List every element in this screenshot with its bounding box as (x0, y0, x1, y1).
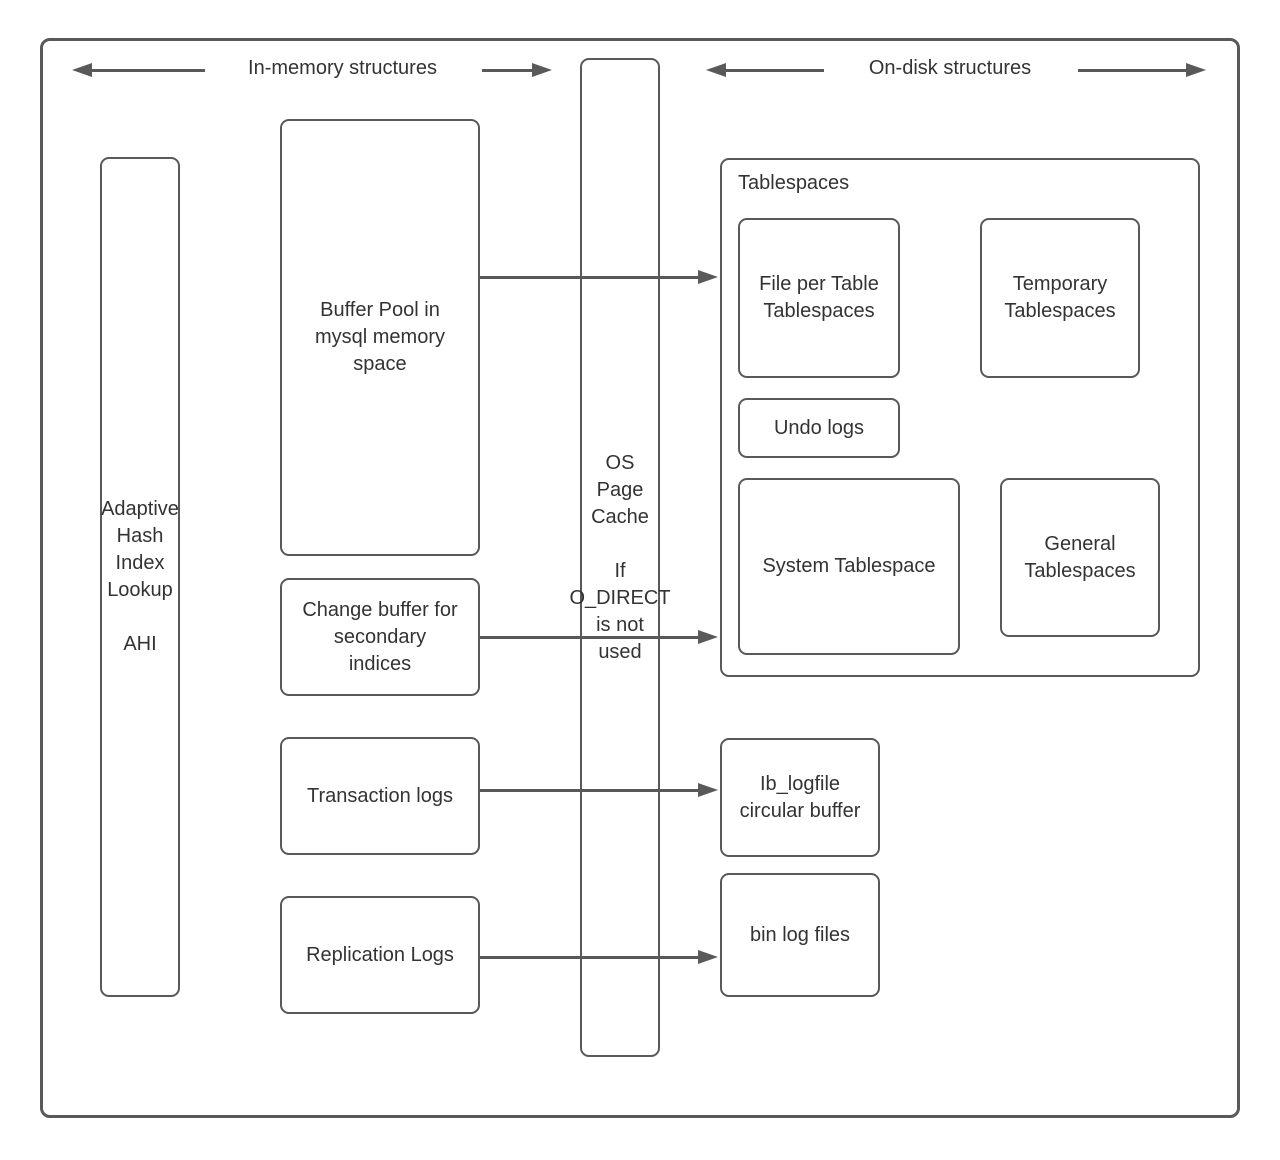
on-disk-left-arrowhead-icon (706, 63, 726, 77)
on-disk-right-arrowhead-icon (1186, 63, 1206, 77)
node-general-tablespaces: General Tablespaces (1000, 478, 1160, 637)
node-replication-logs: Replication Logs (280, 896, 480, 1014)
arrow-replication-logs-to-bin-log-head-icon (698, 950, 718, 964)
arrow-change-buffer-to-tablespaces-line (480, 636, 702, 639)
node-temporary-tablespaces: Temporary Tablespaces (980, 218, 1140, 378)
node-bin-log-files: bin log files (720, 873, 880, 997)
in-memory-right-arrow-line (482, 69, 532, 72)
node-os-page-cache: OS Page Cache If O_DIRECT is not used (569, 58, 671, 1057)
arrow-transaction-logs-to-ib-logfile-line (480, 789, 702, 792)
arrow-transaction-logs-to-ib-logfile-head-icon (698, 783, 718, 797)
node-buffer-pool: Buffer Pool in mysql memory space (280, 119, 480, 556)
in-memory-structures-label: In-memory structures (248, 57, 437, 79)
node-system-tablespace: System Tablespace (738, 478, 960, 655)
in-memory-right-arrowhead-icon (532, 63, 552, 77)
node-file-per-table-tablespaces: File per Table Tablespaces (738, 218, 900, 378)
on-disk-left-arrow-line (724, 69, 824, 72)
in-memory-left-arrow-line (90, 69, 205, 72)
node-ib-logfile-circular-buffer: Ib_logfile circular buffer (720, 738, 880, 857)
on-disk-structures-label: On-disk structures (868, 57, 1032, 79)
node-undo-logs: Undo logs (738, 398, 900, 458)
in-memory-left-arrowhead-icon (72, 63, 92, 77)
tablespaces-title: Tablespaces (738, 172, 850, 194)
on-disk-right-arrow-line (1078, 69, 1186, 72)
diagram-outer-frame (40, 38, 1240, 1118)
arrow-change-buffer-to-tablespaces-head-icon (698, 630, 718, 644)
arrow-buffer-pool-to-tablespaces-head-icon (698, 270, 718, 284)
arrow-replication-logs-to-bin-log-line (480, 956, 702, 959)
arrow-buffer-pool-to-tablespaces-line (480, 276, 702, 279)
node-transaction-logs: Transaction logs (280, 737, 480, 855)
node-adaptive-hash-index: Adaptive Hash Index Lookup AHI (100, 157, 180, 997)
node-change-buffer: Change buffer for secondary indices (280, 578, 480, 696)
